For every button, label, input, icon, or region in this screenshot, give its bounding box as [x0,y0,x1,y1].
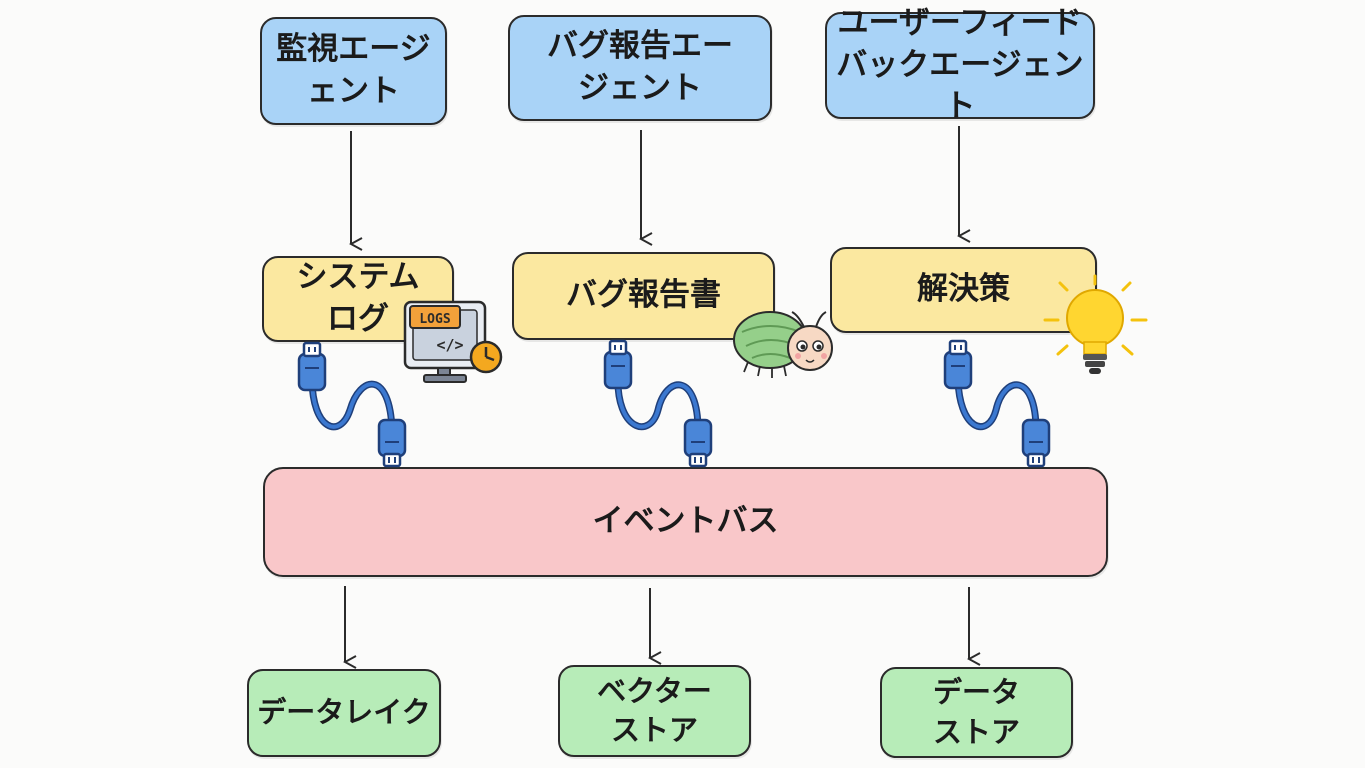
bug-icon [733,311,833,378]
vector-store-label: ベクター ストア [597,673,712,747]
bug-report-agent-box: バグ報告エー ジェント [508,15,772,121]
lightbulb-icon [1043,274,1148,374]
data-lake-label: データレイク [257,695,431,730]
event-bus-label: イベントバス [592,503,779,540]
data-lake-box: データレイク [247,669,441,757]
code-glyph-text: </> [436,336,463,354]
user-feedback-agent-box: ユーザーフィード バックエージェント [825,5,1095,124]
usb-cable-icon [297,341,407,468]
usb-cable-icon [943,339,1051,468]
solution-label: 解決策 [917,271,1010,308]
usb-cable-icon [603,339,713,468]
monitoring-agent-box: 監視エージ ェント [260,17,447,125]
bug-report-box: バグ報告書 [512,252,775,340]
bug-report-agent-label: バグ報告エー ジェント [547,28,733,106]
monitoring-agent-label: 監視エージ ェント [276,31,431,109]
data-store-label: データ ストア [932,675,1020,749]
user-feedback-agent-label: ユーザーフィード バックエージェント [836,4,1084,125]
system-log-label: システム ログ [296,259,420,337]
bug-report-label: バグ報告書 [566,277,721,314]
event-bus-box: イベントバス [263,467,1108,577]
data-store-box: データ ストア [880,667,1073,758]
vector-store-box: ベクター ストア [558,665,751,757]
logs-monitor-icon: LOGS </> [403,300,503,383]
logs-badge-text: LOGS [419,312,450,327]
